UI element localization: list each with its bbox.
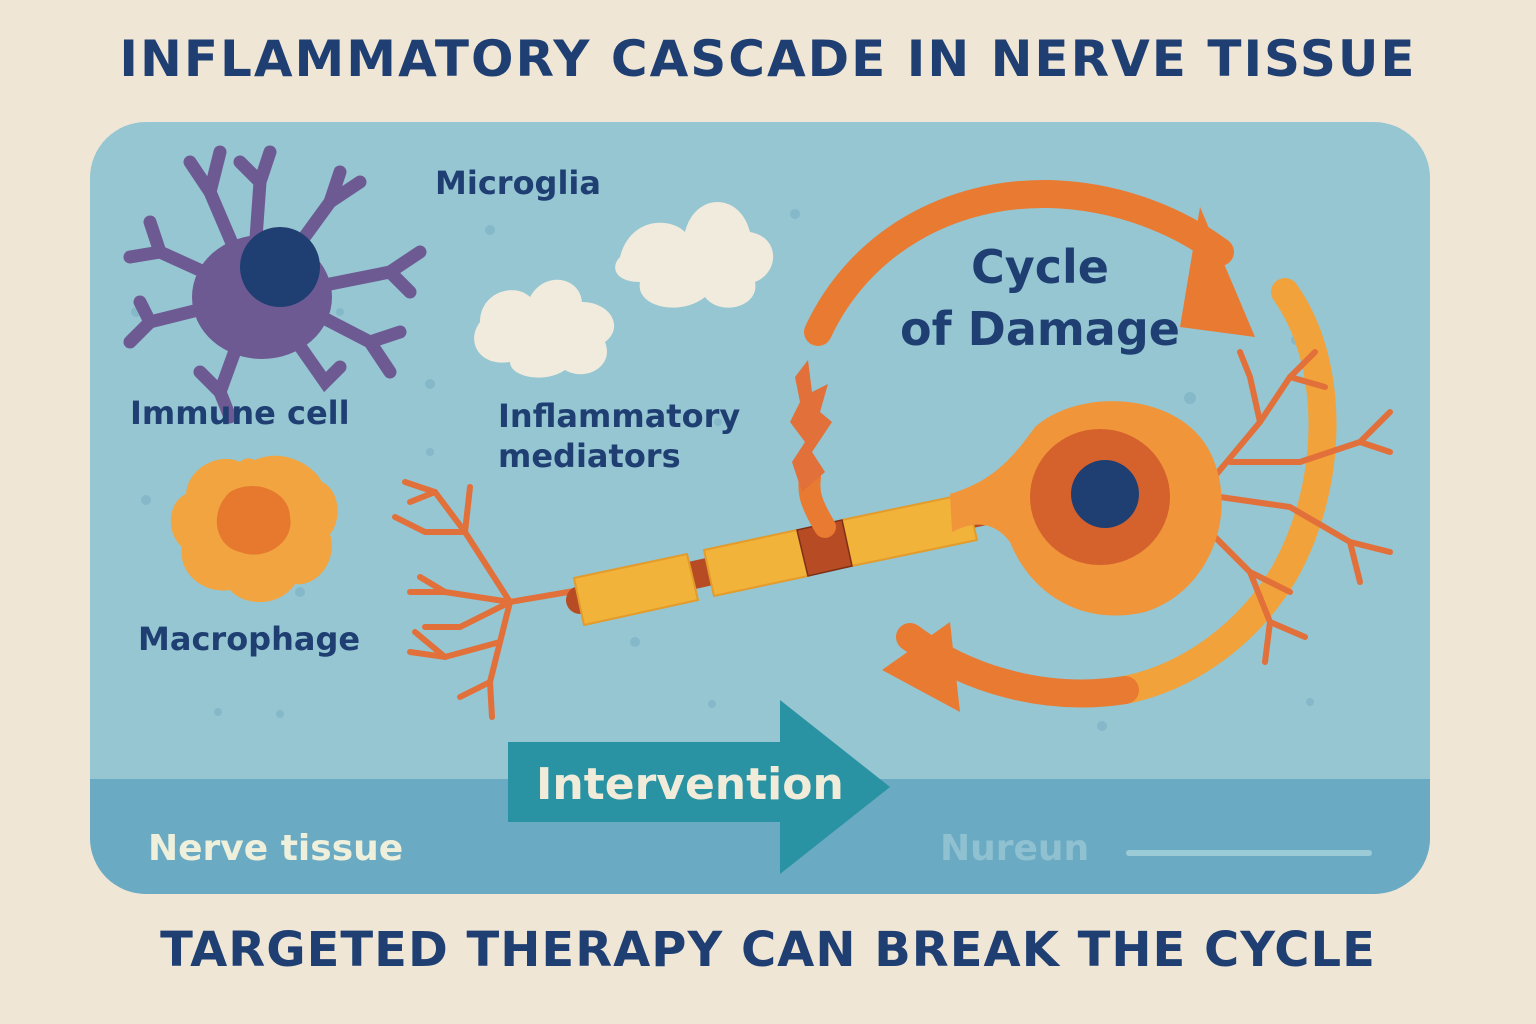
cycle-arrowhead-bottom: [882, 622, 960, 712]
label-nerve-tissue: Nerve tissue: [148, 828, 404, 869]
label-cycle-line2: of Damage: [900, 302, 1180, 356]
microglia-cell: [123, 145, 427, 424]
diagram-illustration: [90, 145, 1430, 894]
neuron-label-line: [1126, 850, 1372, 856]
intervention-arrow: [508, 700, 890, 874]
page-title: INFLAMMATORY CASCADE IN NERVE TISSUE: [119, 30, 1417, 88]
label-neuron: Nureun: [940, 828, 1090, 869]
right-dendrites: [1202, 349, 1393, 665]
diagram-panel: Microglia Immune cell Macrophage Inflamm…: [90, 122, 1430, 894]
label-inflammatory-mediators-line2: mediators: [498, 437, 681, 475]
label-cycle-line1: Cycle: [971, 240, 1109, 294]
axon: [566, 492, 1004, 627]
macrophage-cell: [170, 455, 338, 603]
footer-caption: TARGETED THERAPY CAN BREAK THE CYCLE: [160, 922, 1376, 978]
left-dendrites: [392, 479, 583, 720]
label-microglia: Microglia: [435, 164, 601, 202]
myelin-sheath: [572, 492, 979, 627]
inflammatory-mediator-clouds: [474, 202, 774, 378]
neuron-cell-body: [950, 401, 1222, 616]
label-inflammatory-mediators-line1: Inflammatory: [498, 397, 741, 435]
neuron-nucleus: [1071, 460, 1139, 528]
microglia-nucleus: [240, 227, 320, 307]
label-macrophage: Macrophage: [138, 620, 361, 658]
label-immune-cell: Immune cell: [130, 394, 350, 432]
broken-axon-fragment: [790, 360, 832, 492]
label-intervention: Intervention: [536, 759, 844, 810]
cycle-arrowhead-top: [1180, 207, 1255, 337]
macrophage-nucleus: [216, 486, 291, 555]
